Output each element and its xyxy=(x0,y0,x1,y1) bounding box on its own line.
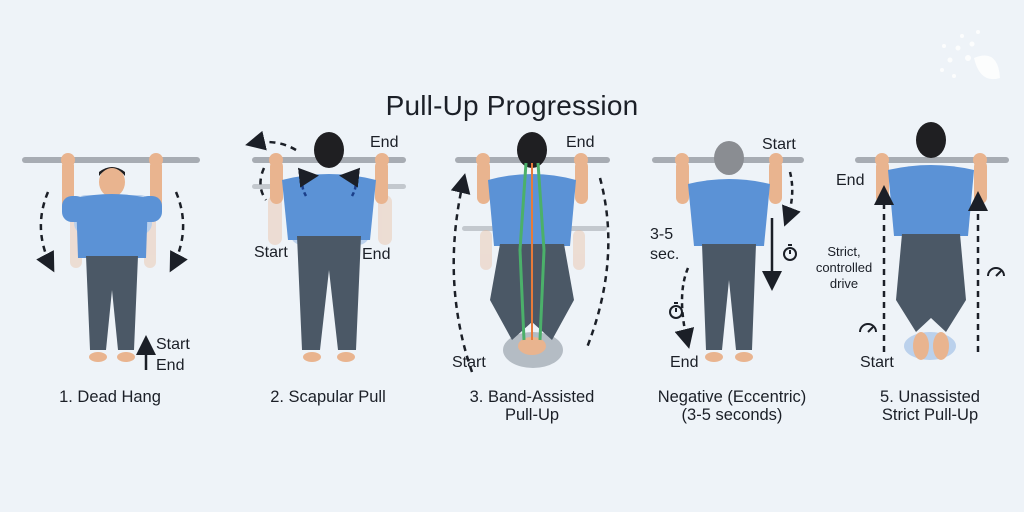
speed-gauge-icon xyxy=(859,323,877,333)
stage-3-start-label: Start xyxy=(452,354,486,371)
dashed-arrow-side xyxy=(259,167,268,201)
stage-2-end-mid-label: End xyxy=(362,246,391,263)
pullup-bar xyxy=(22,157,200,163)
dashed-arrow-down xyxy=(782,171,801,227)
speed-gauge-icon xyxy=(987,267,1005,277)
page-title: Pull-Up Progression xyxy=(385,90,639,121)
stage-3-caption-line-1: 3. Band-Assisted xyxy=(469,388,595,406)
stage-2-start-label: Start xyxy=(254,244,288,261)
strict-figure xyxy=(875,122,987,360)
stage-5-note-line-3: drive xyxy=(829,276,859,291)
dashed-arrow-right xyxy=(169,191,188,273)
stage-4-caption-line-2: (3-5 seconds) xyxy=(681,406,783,424)
stage-2-scapular-pull xyxy=(245,130,406,362)
stage-4-duration-line-1: 3-5 xyxy=(650,226,674,243)
stage-5-caption-line-1: 5. Unassisted xyxy=(880,388,980,406)
stopwatch-icon xyxy=(783,244,797,261)
scapula-arrow-left xyxy=(297,167,319,197)
stage-4-negative xyxy=(652,141,804,362)
stage-2-caption: 2. Scapular Pull xyxy=(270,388,386,406)
dashed-arrow-side xyxy=(584,177,610,351)
stage-4-end-label: End xyxy=(670,354,699,371)
scapula-arrow-right xyxy=(339,167,361,197)
brand-logo-icon xyxy=(940,30,1000,80)
stage-4-start-label: Start xyxy=(762,136,796,153)
stage-1-dead-hang xyxy=(22,153,200,370)
stage-4-duration-line-2: sec. xyxy=(650,246,680,263)
dashed-arrow-top xyxy=(245,130,297,152)
stage-1-start-label: Start xyxy=(156,336,190,353)
resistance-band-green xyxy=(536,162,546,341)
stage-1-end-label: End xyxy=(156,357,185,374)
stopwatch-icon xyxy=(669,302,683,319)
stage-5-unassisted xyxy=(855,122,1009,360)
dashed-arrow-down xyxy=(674,267,695,349)
stage-5-note-line-1: Strict, xyxy=(827,244,861,259)
stage-5-end-label: End xyxy=(836,172,865,189)
stage-1-caption: 1. Dead Hang xyxy=(59,388,161,406)
stage-3-caption-line-2: Pull-Up xyxy=(504,406,560,424)
dashed-arrow-up xyxy=(450,173,474,373)
back-figure xyxy=(269,132,389,362)
pullup-bar xyxy=(855,157,1009,163)
stage-5-start-label: Start xyxy=(860,354,894,371)
stage-2-end-top-label: End xyxy=(370,134,399,151)
negative-figure xyxy=(675,141,783,362)
stage-3-end-label: End xyxy=(566,134,595,151)
stage-3-band-assisted xyxy=(450,132,610,373)
resistance-band-green xyxy=(518,162,528,341)
stage-4-caption-line-1: Negative (Eccentric) xyxy=(657,388,807,406)
hanging-figure xyxy=(61,153,163,362)
stage-5-caption-line-2: Strict Pull-Up xyxy=(881,406,979,424)
stage-5-note-line-2: controlled xyxy=(815,260,873,275)
dashed-arrow-left xyxy=(36,191,55,273)
